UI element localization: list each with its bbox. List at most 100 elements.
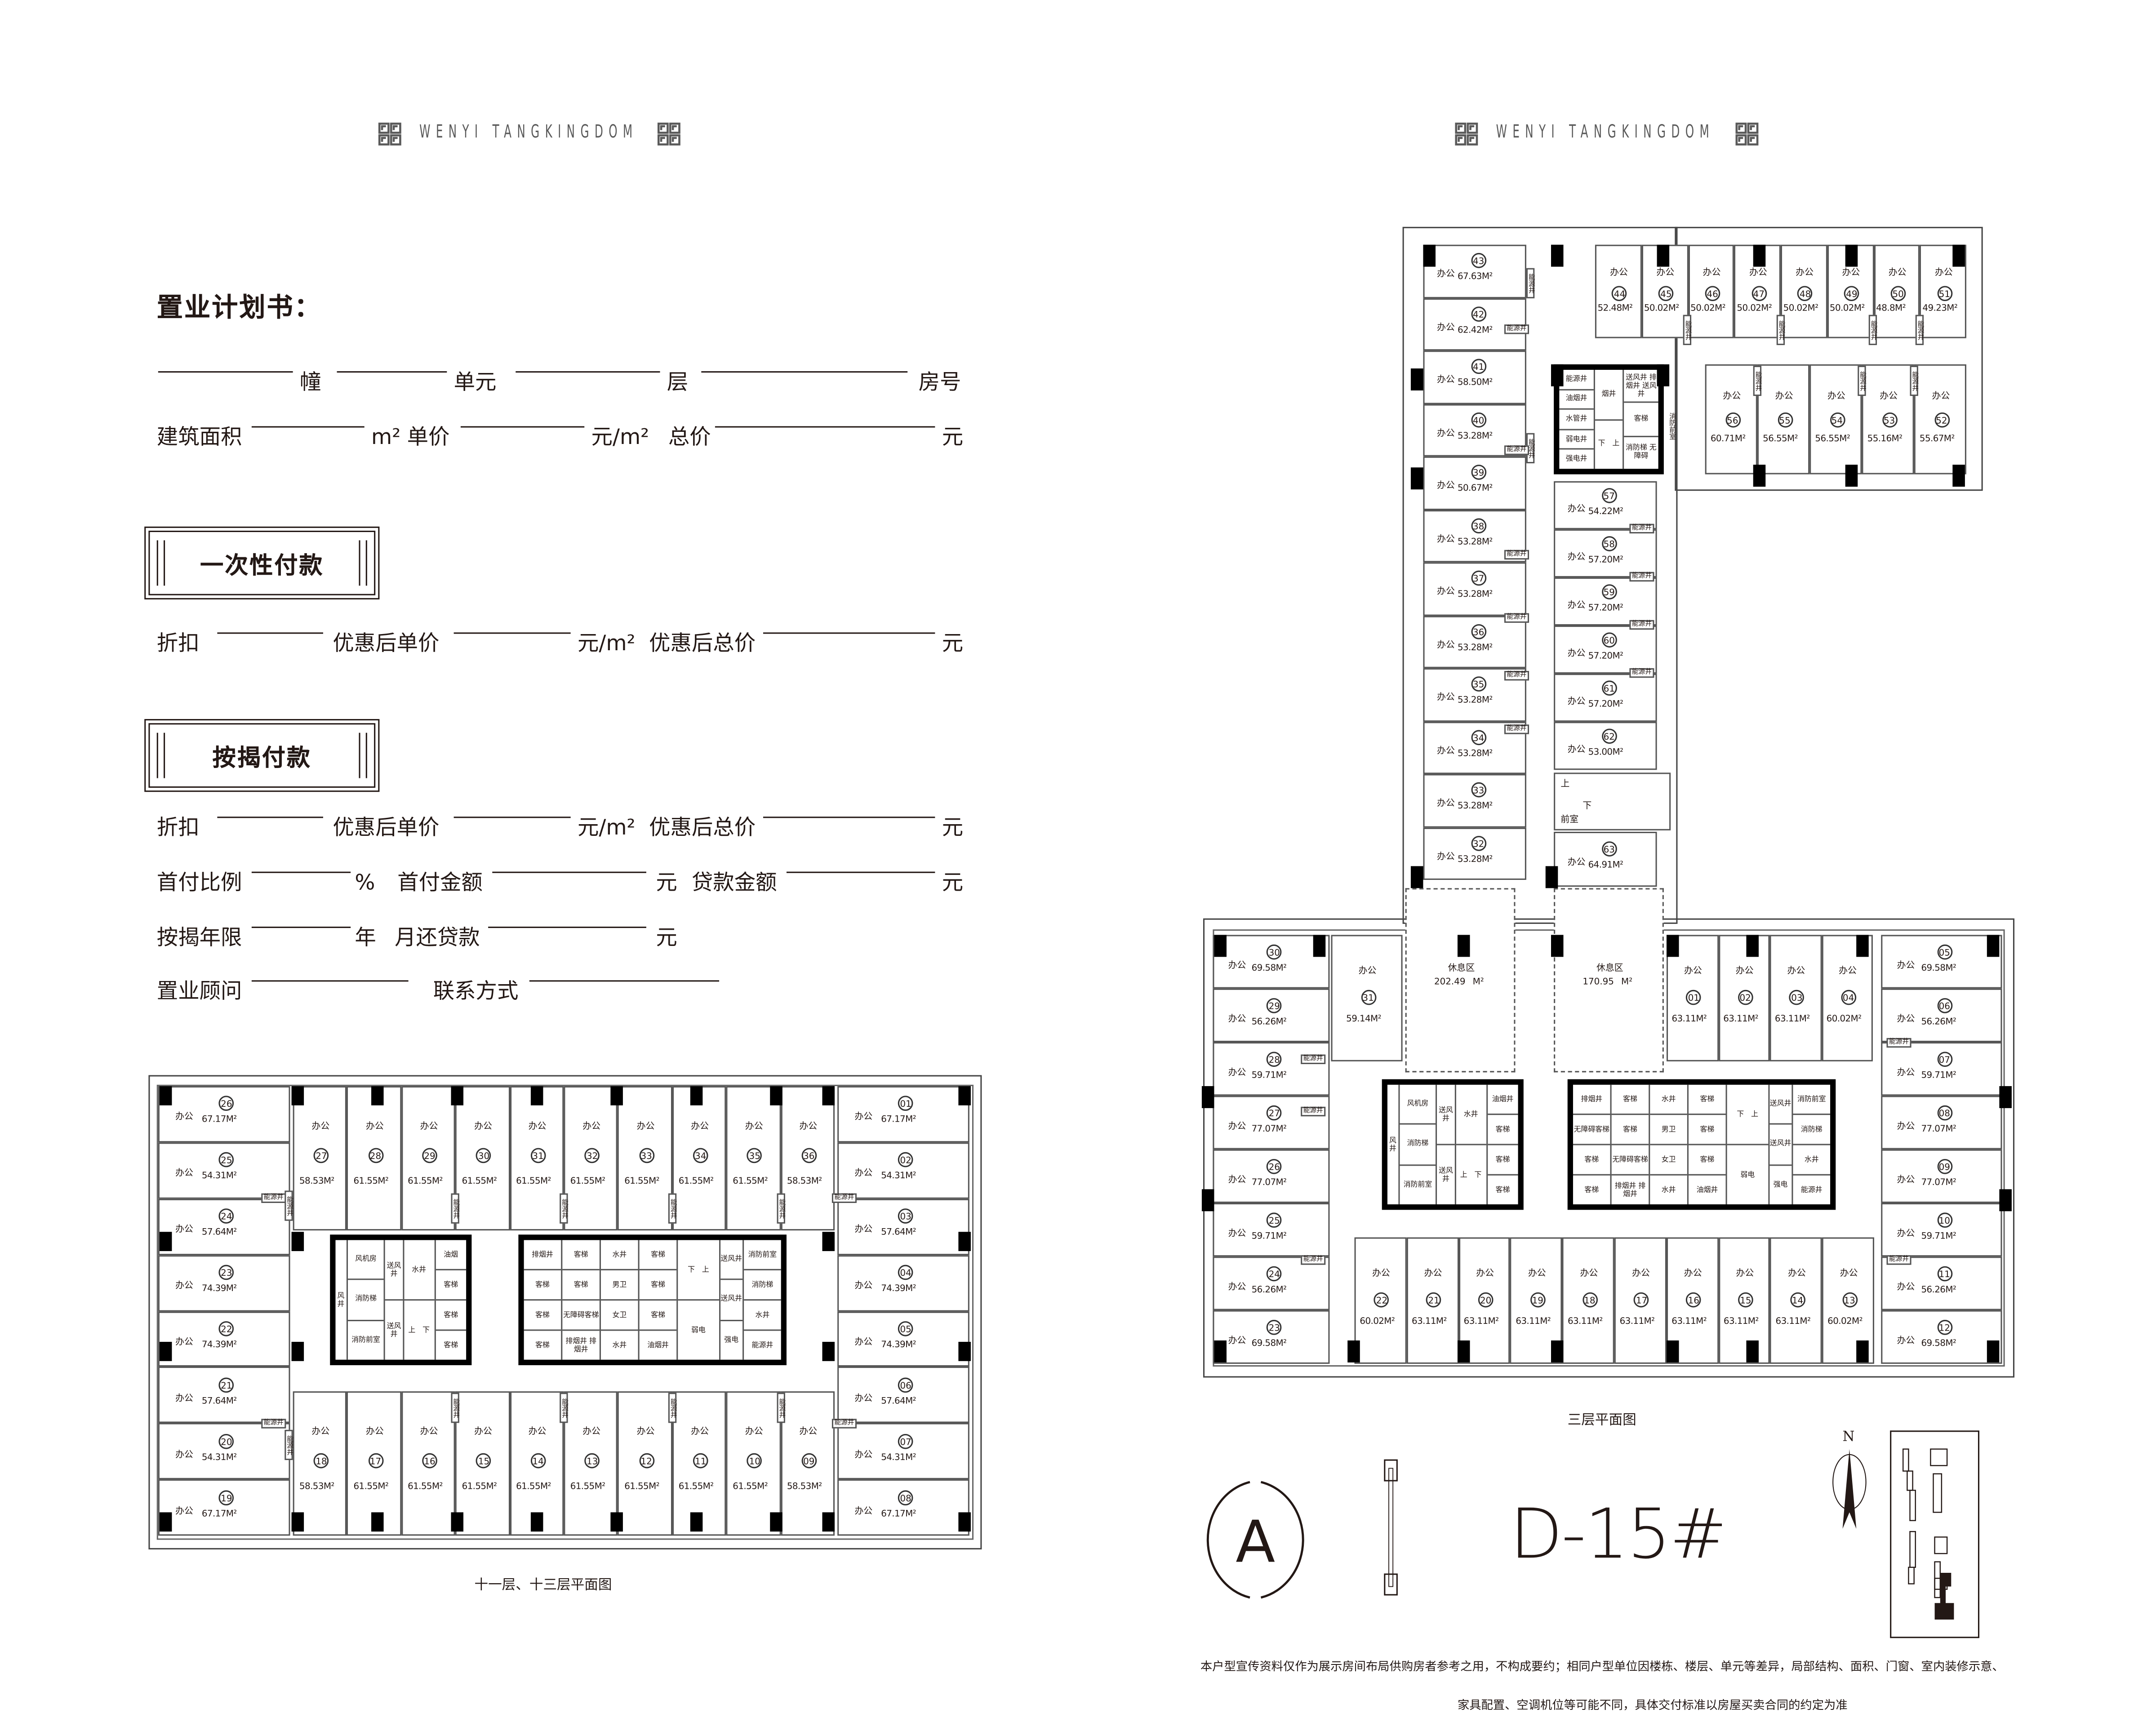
discounted-total-field[interactable] <box>763 632 935 634</box>
discount-field[interactable] <box>217 817 323 818</box>
discounted-unit-price-field[interactable] <box>453 632 571 634</box>
loan-amount-field[interactable] <box>786 871 935 873</box>
down-ratio-field[interactable] <box>251 871 351 873</box>
area-field[interactable] <box>251 426 365 428</box>
contact-field[interactable] <box>529 980 720 982</box>
discounted-total-field[interactable] <box>763 817 935 818</box>
monthly-field[interactable] <box>488 927 646 928</box>
building-field[interactable] <box>158 371 293 373</box>
unit-field[interactable] <box>337 371 447 373</box>
discounted-unit-price-field[interactable] <box>453 817 571 818</box>
discount-field[interactable] <box>217 632 323 634</box>
total-field[interactable] <box>715 426 935 428</box>
room-field[interactable] <box>701 371 908 373</box>
down-amount-field[interactable] <box>492 871 646 873</box>
unit-price-field[interactable] <box>460 426 585 428</box>
floor-field[interactable] <box>516 371 660 373</box>
consultant-field[interactable] <box>251 980 409 982</box>
